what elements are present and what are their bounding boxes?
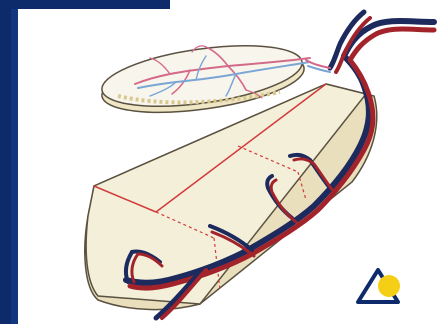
logo-dot [378, 275, 400, 297]
left-border-shade [11, 9, 18, 324]
triangle-with-yellow-dot-logo [358, 270, 400, 302]
top-border-bar [0, 0, 170, 9]
